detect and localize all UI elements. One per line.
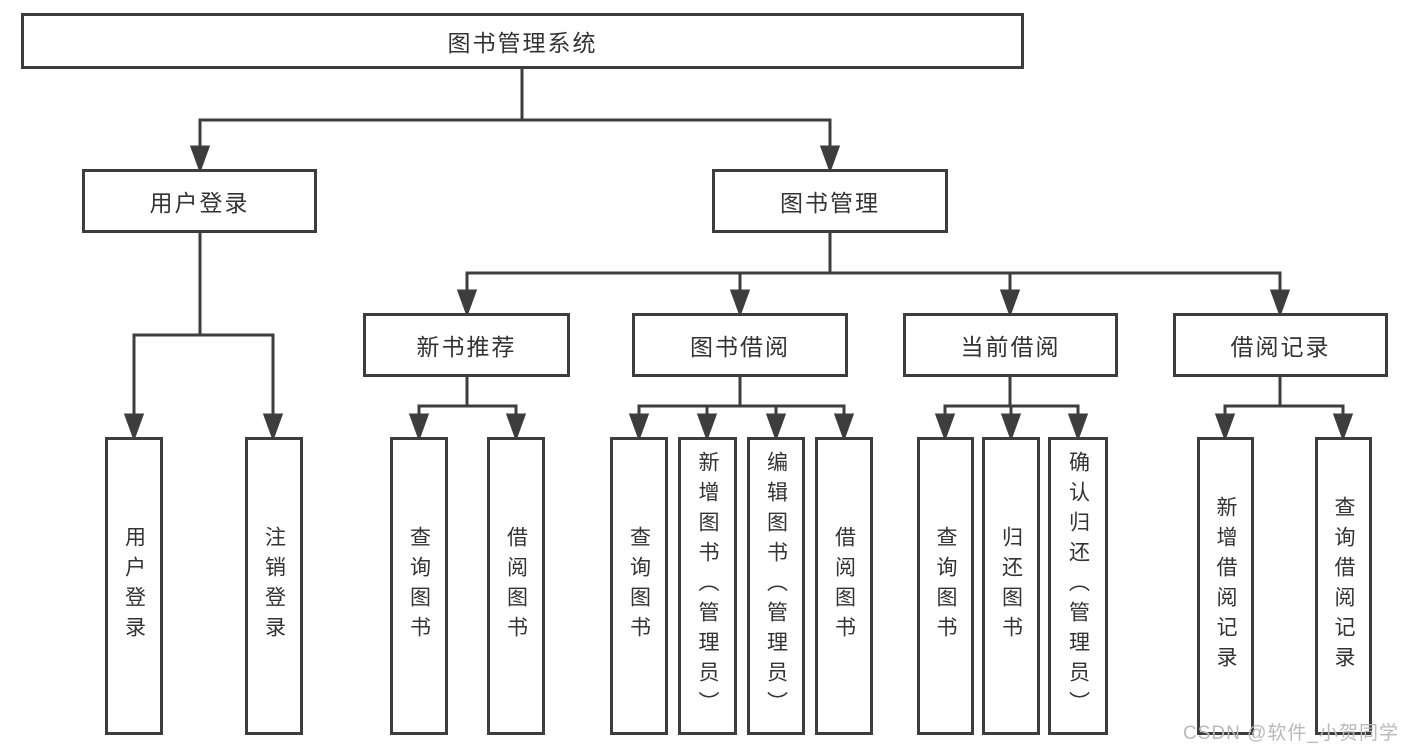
node-book-borrow-label: 图书借阅 (690, 334, 790, 360)
connector-root-to-level2 (189, 69, 841, 174)
node-user-login: 用户登录 (82, 169, 317, 233)
leaf-query-books-recommend: 查询图书 (390, 437, 448, 735)
node-current-borrow-label: 当前借阅 (960, 334, 1061, 360)
leaf-borrow-books: 借阅图书 (815, 437, 873, 735)
leaf-return-books: 归还图书 (982, 437, 1040, 735)
leaf-confirm-return-admin-label: 确认归还（管理员） (1066, 451, 1090, 721)
node-library-management-system-label: 图书管理系统 (447, 30, 598, 56)
connector-borrow-records-children (1214, 377, 1354, 442)
connector-user-login-children (123, 233, 284, 442)
node-borrow-records: 借阅记录 (1173, 313, 1388, 377)
csdn-watermark: CSDN @软件_小贺同学 (1183, 723, 1399, 744)
connector-new-book-recommend-children (408, 377, 527, 442)
leaf-query-books-current-label: 查询图书 (934, 526, 957, 646)
leaf-user-login: 用户登录 (105, 437, 163, 735)
leaf-borrow-books-recommend: 借阅图书 (487, 437, 545, 735)
connector-book-borrow-children (628, 377, 855, 442)
leaf-query-books-recommend-label: 查询图书 (407, 526, 431, 646)
leaf-query-borrow-record-label: 查询借阅记录 (1332, 496, 1355, 676)
leaf-query-books-borrow-label: 查询图书 (627, 526, 651, 646)
node-new-book-recommend: 新书推荐 (363, 313, 570, 377)
node-book-borrow: 图书借阅 (632, 313, 848, 377)
leaf-borrow-books-recommend-label: 借阅图书 (504, 526, 528, 646)
leaf-query-borrow-record: 查询借阅记录 (1315, 437, 1372, 735)
leaf-query-books-current: 查询图书 (917, 437, 974, 735)
leaf-query-books-borrow: 查询图书 (610, 437, 668, 735)
leaf-return-books-label: 归还图书 (999, 526, 1023, 646)
leaf-confirm-return-admin: 确认归还（管理员） (1048, 437, 1108, 735)
leaf-add-borrow-record: 新增借阅记录 (1197, 437, 1254, 735)
leaf-logout-label: 注销登录 (262, 526, 286, 646)
leaf-borrow-books-label: 借阅图书 (832, 526, 856, 646)
leaf-add-borrow-record-label: 新增借阅记录 (1214, 496, 1237, 676)
node-current-borrow: 当前借阅 (903, 313, 1118, 377)
node-user-login-label: 用户登录 (149, 190, 250, 216)
node-borrow-records-label: 借阅记录 (1230, 334, 1331, 360)
leaf-user-login-label: 用户登录 (122, 526, 146, 646)
leaf-add-books-admin-label: 新增图书（管理员） (696, 451, 719, 721)
leaf-logout: 注销登录 (245, 437, 303, 735)
node-book-management: 图书管理 (712, 169, 948, 233)
node-library-management-system: 图书管理系统 (21, 13, 1024, 69)
leaf-add-books-admin: 新增图书（管理员） (678, 437, 737, 735)
connector-book-management-children (456, 233, 1291, 318)
connector-current-borrow-children (934, 377, 1089, 442)
leaf-edit-books-admin: 编辑图书（管理员） (747, 437, 805, 735)
leaf-edit-books-admin-label: 编辑图书（管理员） (764, 451, 788, 721)
node-new-book-recommend-label: 新书推荐 (416, 334, 517, 360)
node-book-management-label: 图书管理 (780, 190, 880, 216)
